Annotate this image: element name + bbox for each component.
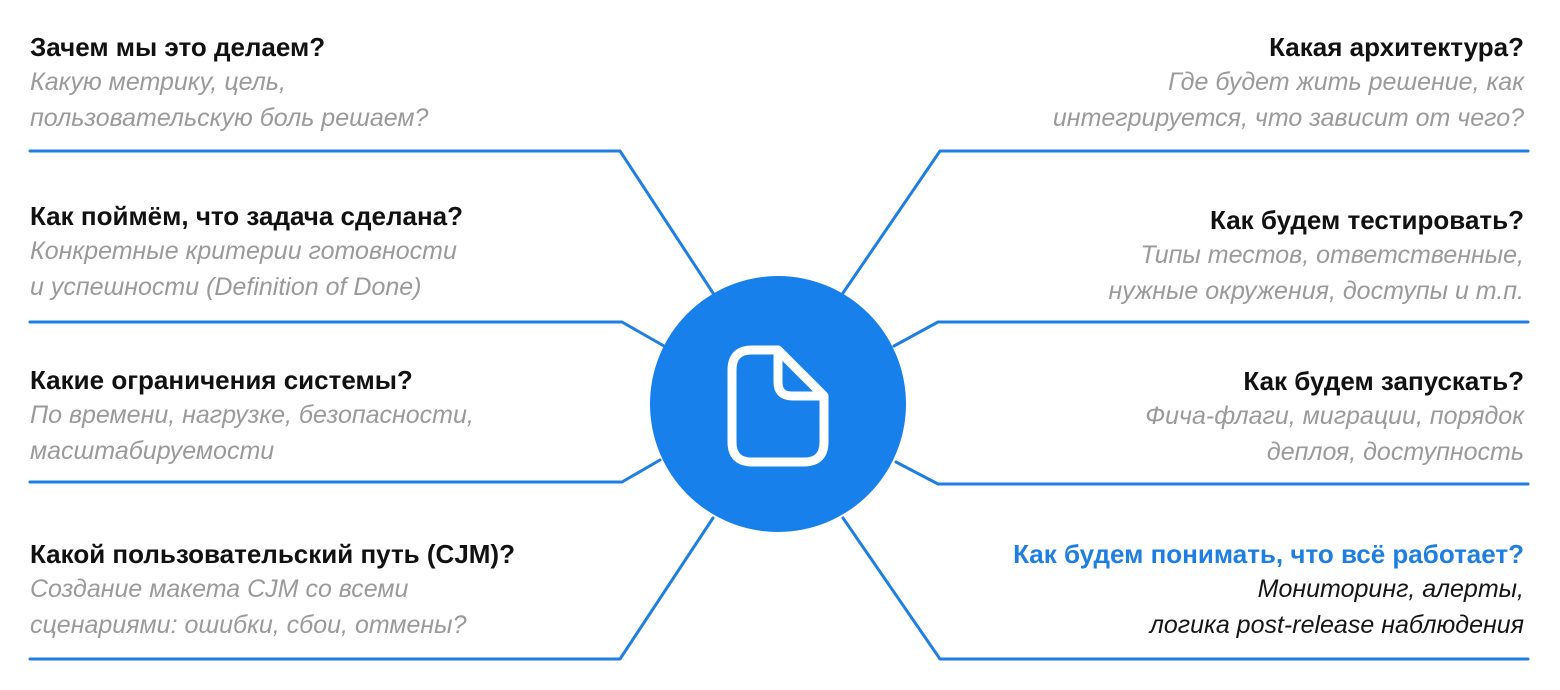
right-block-monitoring: Как будем понимать, что всё работает? Мо…	[904, 537, 1524, 643]
question-description: Типы тестов, ответственные, нужные окруж…	[904, 237, 1524, 309]
description-line: Создание макета CJM со всеми	[30, 575, 409, 603]
question-description: По времени, нагрузке, безопасности, масш…	[30, 397, 650, 469]
question-title: Как будем понимать, что всё работает?	[1013, 539, 1524, 569]
question-title: Зачем мы это делаем?	[30, 32, 326, 62]
connector-right-3	[894, 460, 1530, 486]
description-line: пользовательскую боль решаем?	[30, 104, 429, 132]
description-line: нужные окружения, доступы и т.п.	[1108, 277, 1524, 305]
question-description: Где будет жить решение, как интегрируетс…	[904, 64, 1524, 136]
connector-left-4	[28, 516, 715, 661]
question-title: Как поймём, что задача сделана?	[30, 201, 463, 231]
description-line: деплоя, доступность	[1266, 438, 1524, 466]
question-title: Какие ограничения системы?	[30, 365, 413, 395]
question-description: Конкретные критерии готовности и успешно…	[30, 233, 650, 305]
connector-right-1	[841, 149, 1530, 295]
description-line: Где будет жить решение, как	[1168, 68, 1524, 96]
description-line: Какую метрику, цель,	[30, 68, 286, 96]
description-line: Фича-флаги, миграции, порядок	[1145, 402, 1524, 430]
description-line: Типы тестов, ответственные,	[1140, 241, 1524, 269]
left-block-done: Как поймём, что задача сделана? Конкретн…	[30, 199, 650, 305]
connector-right-4	[841, 516, 1530, 661]
connector-right-2	[892, 320, 1530, 348]
document-icon	[727, 345, 829, 467]
description-line: логика post-release наблюдения	[1149, 611, 1524, 639]
description-line: По времени, нагрузке, безопасности,	[30, 401, 474, 429]
right-block-launch: Как будем запускать? Фича-флаги, миграци…	[904, 364, 1524, 470]
description-line: интегрируется, что зависит от чего?	[1052, 104, 1524, 132]
question-description: Мониторинг, алерты, логика post-release …	[904, 571, 1524, 643]
description-line: сценариями: ошибки, сбои, отмены?	[30, 611, 467, 639]
description-line: и успешности (Definition of Done)	[30, 273, 422, 301]
question-title: Как будем запускать?	[1243, 366, 1524, 396]
left-block-cjm: Какой пользовательский путь (CJM)? Созда…	[30, 537, 650, 643]
question-title: Как будем тестировать?	[1210, 205, 1524, 235]
connector-left-3	[28, 458, 662, 484]
question-title: Какой пользовательский путь (CJM)?	[30, 539, 515, 569]
right-block-architecture: Какая архитектура? Где будет жить решени…	[904, 30, 1524, 136]
left-block-why: Зачем мы это делаем? Какую метрику, цель…	[30, 30, 650, 136]
left-block-constraints: Какие ограничения системы? По времени, н…	[30, 363, 650, 469]
connector-left-2	[28, 320, 666, 348]
question-title: Какая архитектура?	[1269, 32, 1524, 62]
description-line: Мониторинг, алерты,	[1257, 575, 1524, 603]
description-line: масштабируемости	[30, 437, 275, 465]
description-line: Конкретные критерии готовности	[30, 237, 457, 265]
connector-left-1	[28, 149, 715, 295]
central-hub	[650, 276, 906, 532]
right-block-testing: Как будем тестировать? Типы тестов, отве…	[904, 203, 1524, 309]
question-description: Какую метрику, цель, пользовательскую бо…	[30, 64, 650, 136]
question-description: Фича-флаги, миграции, порядок деплоя, до…	[904, 398, 1524, 470]
question-description: Создание макета CJM со всеми сценариями:…	[30, 571, 650, 643]
